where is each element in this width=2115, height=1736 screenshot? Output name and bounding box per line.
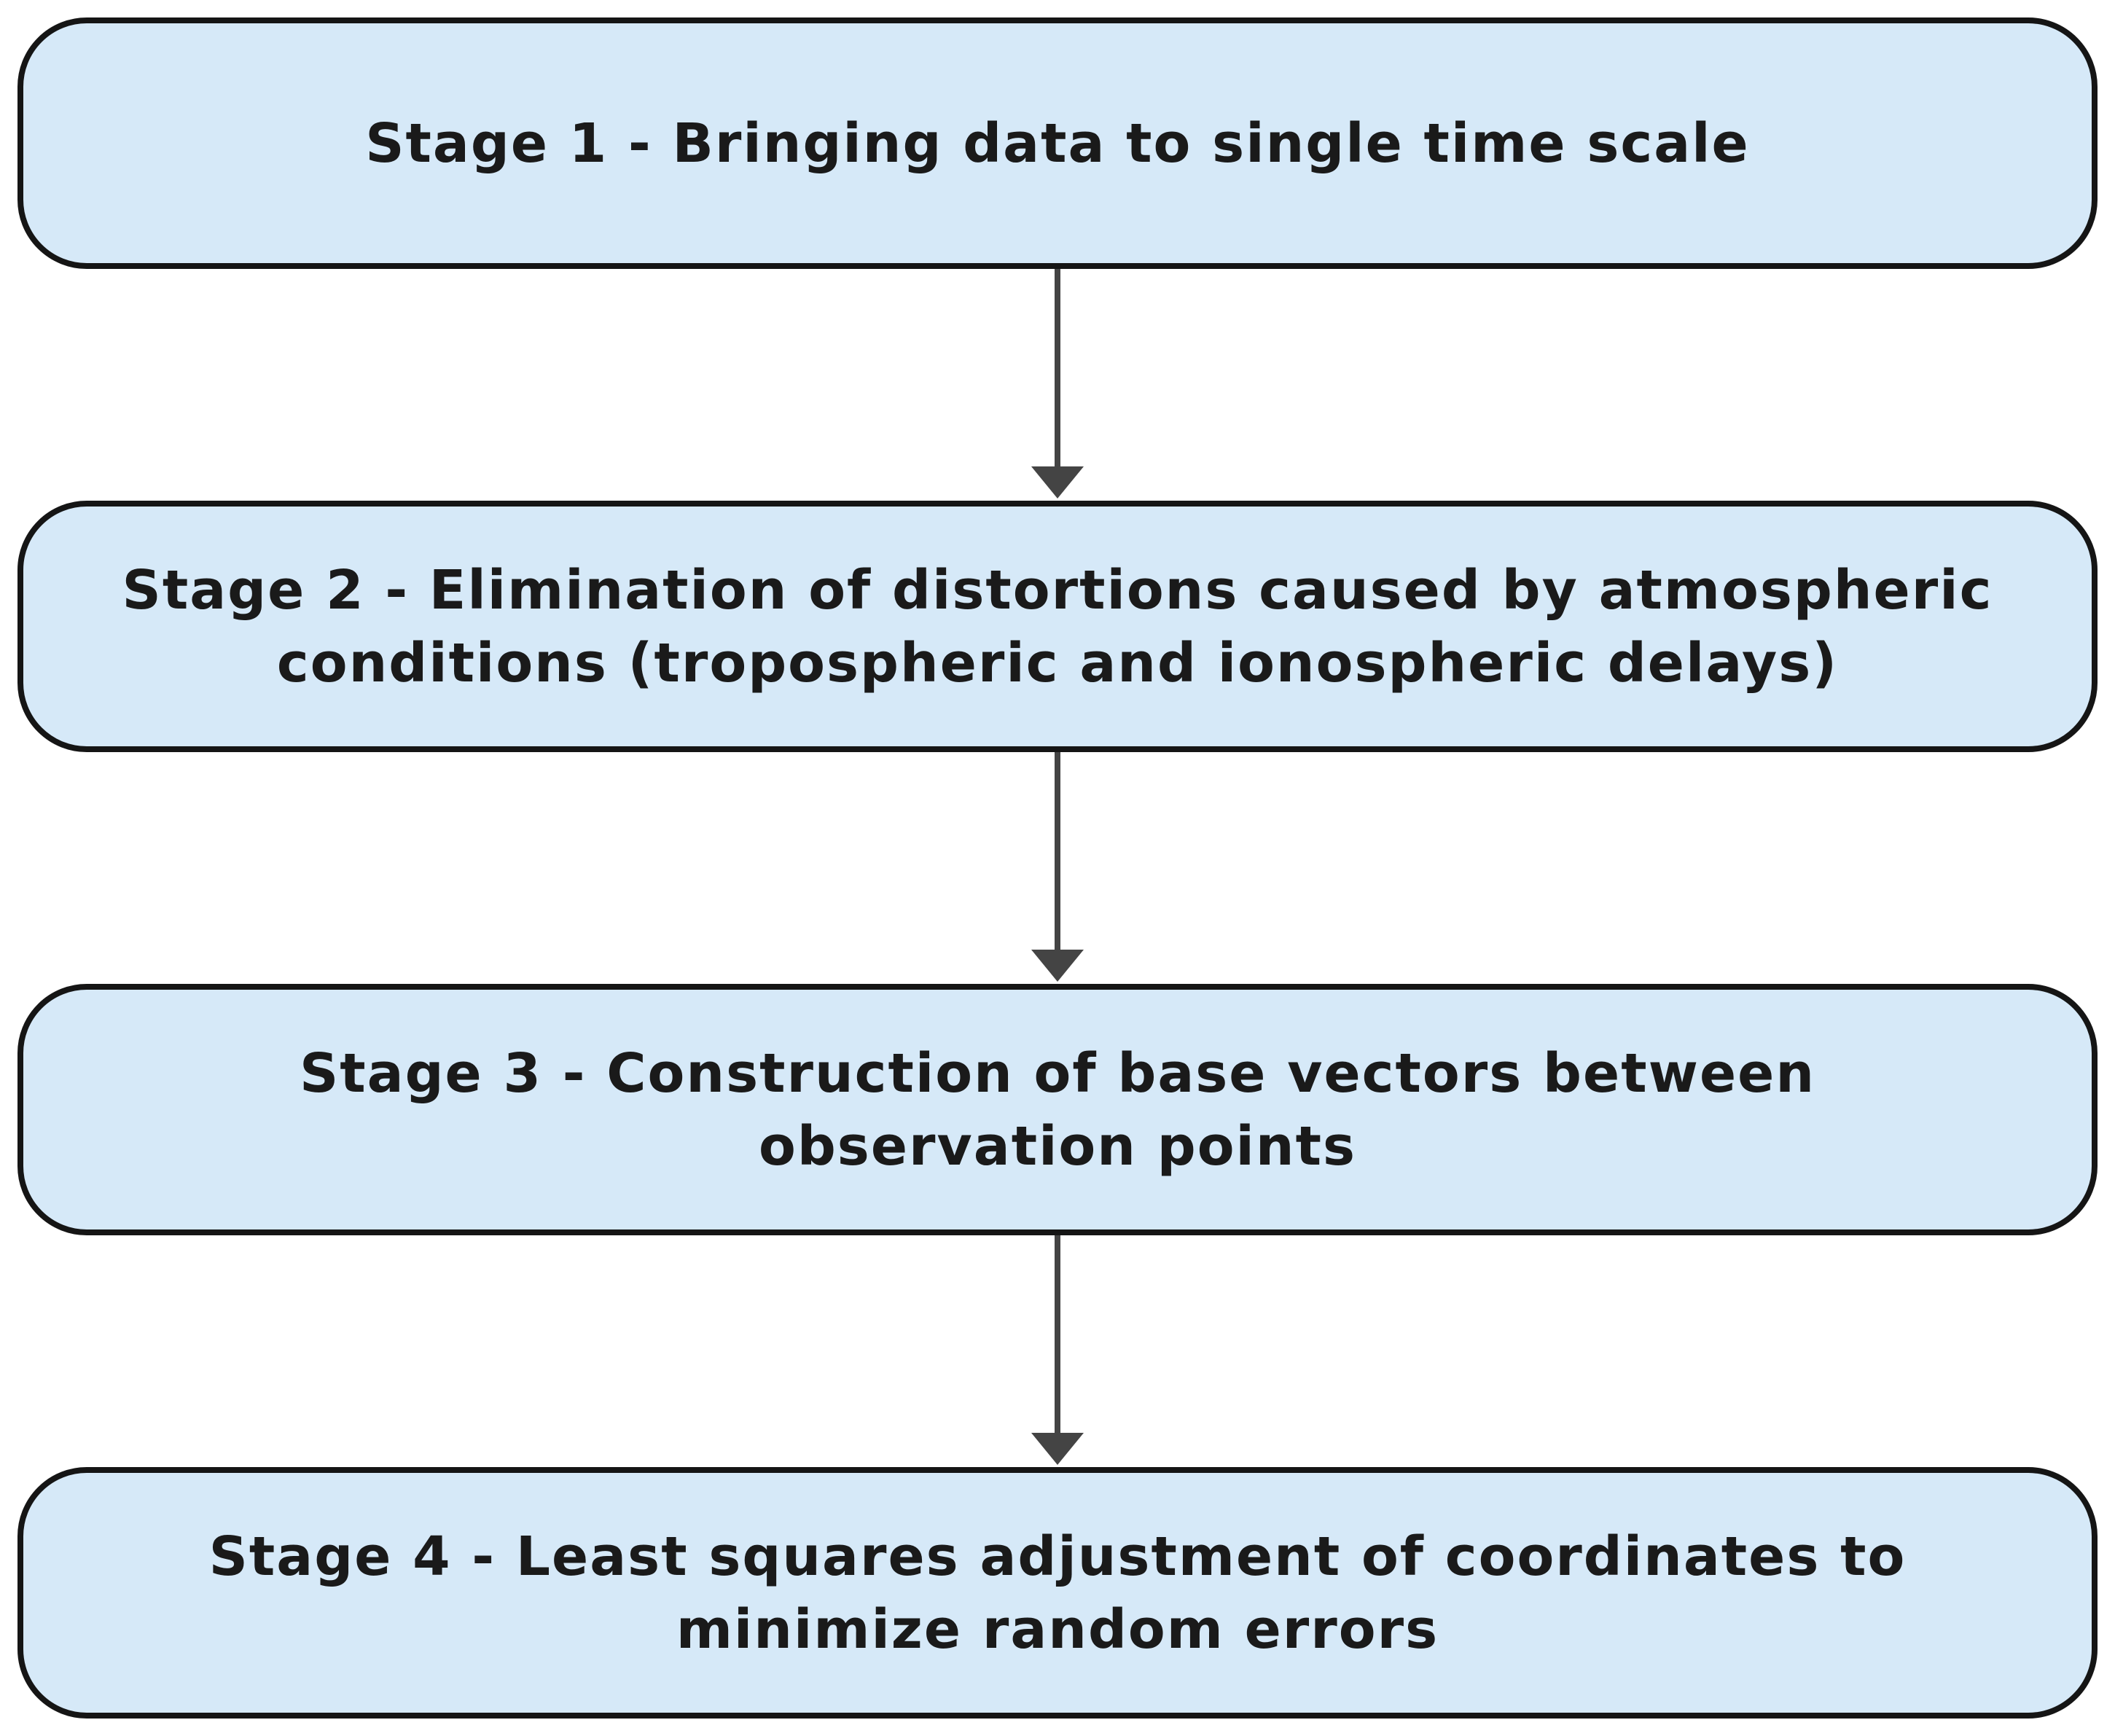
stage-4-box: Stage 4 - Least squares adjustment of co… — [17, 1467, 2098, 1719]
stage-1-box: Stage 1 - Bringing data to single time s… — [17, 17, 2098, 269]
stage-3-box: Stage 3 - Construction of base vectors b… — [17, 984, 2098, 1235]
stage-2-label: Stage 2 - Elimination of distortions cau… — [122, 558, 1993, 695]
arrow-stage-1-to-2 — [1031, 269, 1084, 498]
arrow-stage-2-to-3 — [1031, 752, 1084, 982]
stage-3-label: Stage 3 - Construction of base vectors b… — [299, 1041, 1816, 1178]
arrow-stage-3-to-4 — [1031, 1235, 1084, 1465]
stage-2-box: Stage 2 - Elimination of distortions cau… — [17, 501, 2098, 752]
stage-1-label: Stage 1 - Bringing data to single time s… — [365, 112, 1750, 175]
stage-4-label: Stage 4 - Least squares adjustment of co… — [208, 1525, 1907, 1661]
